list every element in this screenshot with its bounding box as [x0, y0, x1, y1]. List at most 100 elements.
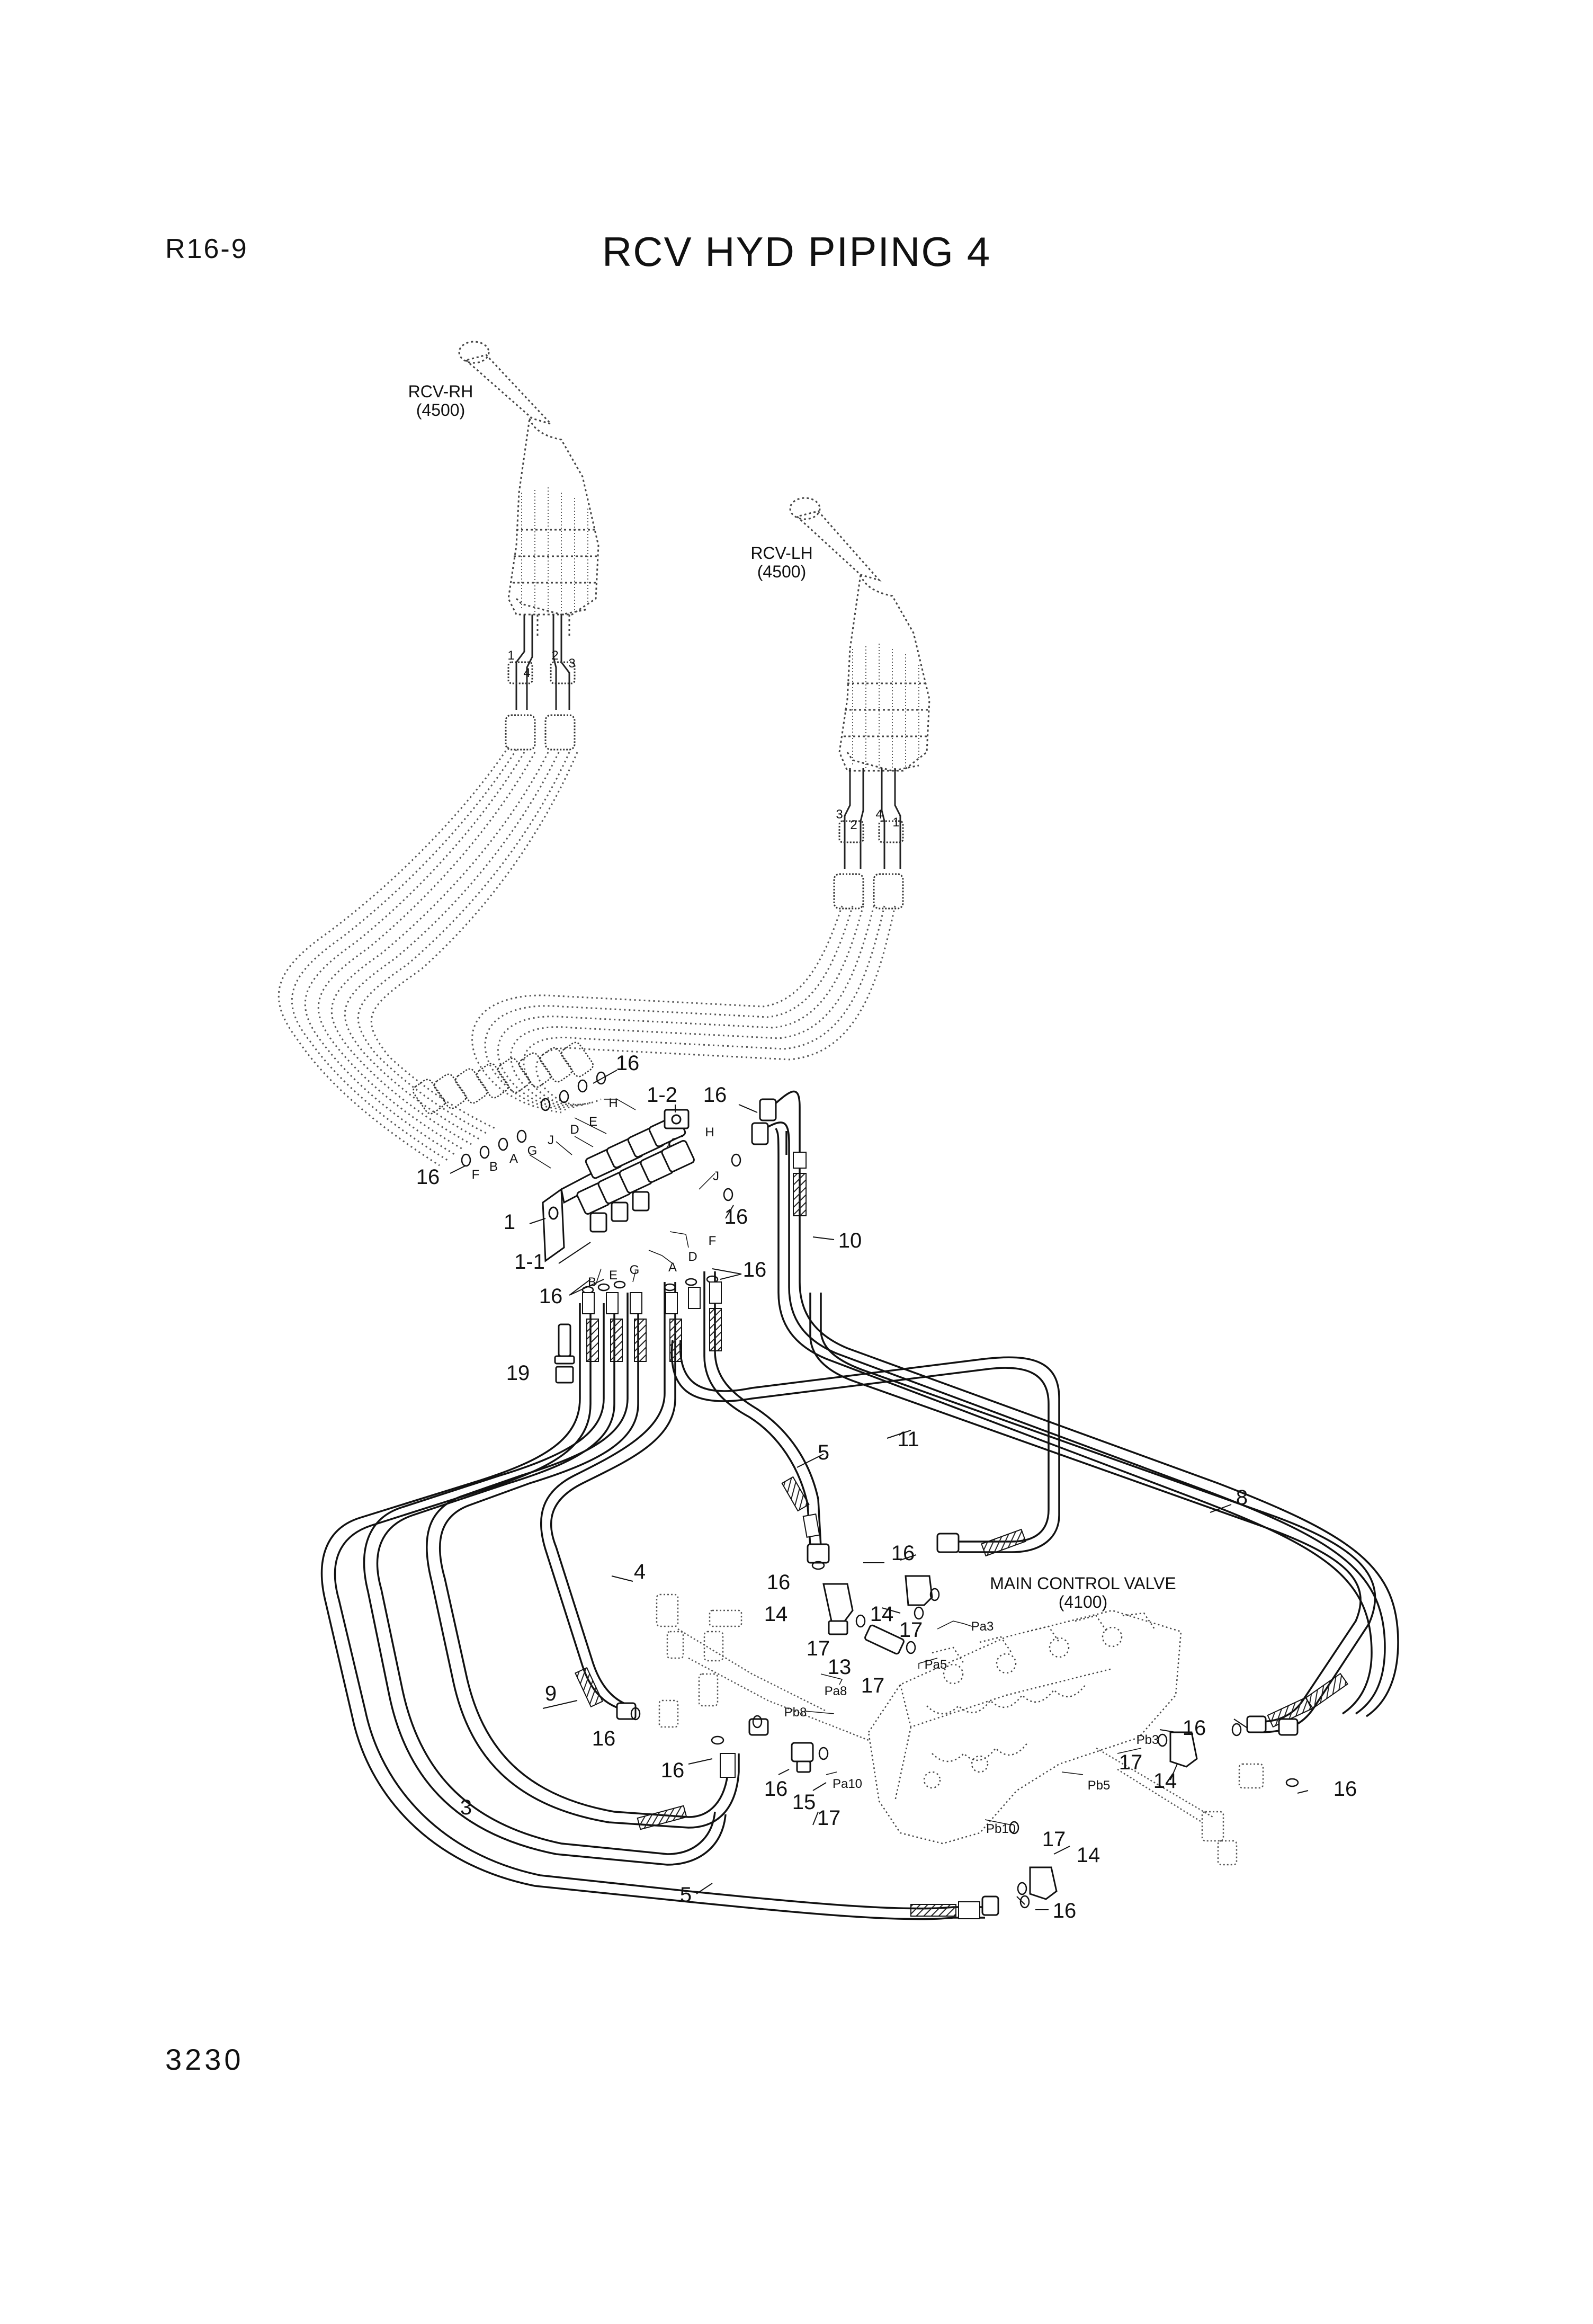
rcv-lh-port: 1 [892, 815, 899, 830]
rcv-rh-label: RCV-RH [408, 382, 473, 401]
rcv-lh-joystick-shading [852, 644, 919, 769]
o-rings [461, 1071, 741, 1294]
rcv-lh-port: 4 [875, 807, 882, 822]
pilot-port: Pa3 [971, 1619, 994, 1634]
callout-16: 16 [1334, 1777, 1357, 1801]
rcv-rh-code: (4500) [416, 400, 466, 420]
rcv-rh-port: 1 [507, 648, 514, 663]
callout-17: 17 [899, 1618, 923, 1642]
main-control-valve [867, 1609, 1182, 1845]
callout-16: 16 [891, 1542, 915, 1565]
pilot-port: Pb5 [1088, 1778, 1111, 1793]
rcv-rh-fittings [505, 661, 576, 751]
pilot-port: Pb10 [986, 1822, 1016, 1836]
component-labels: RCV-RH (4500) RCV-LH (4500) MAIN CONTROL… [408, 382, 1176, 1611]
hose-sleeves [575, 1152, 1349, 1919]
port-letter: A [509, 1152, 518, 1166]
callout-16: 16 [764, 1777, 788, 1801]
callout-17: 17 [817, 1806, 841, 1830]
rcv-lh-fittings [833, 820, 904, 910]
terminal-block-fittings [576, 1109, 695, 1233]
callout-8: 8 [1236, 1486, 1248, 1509]
callout-15: 15 [792, 1791, 816, 1814]
bundle-fittings [413, 1041, 594, 1115]
port-letter: B [489, 1160, 498, 1174]
callout-17: 17 [1042, 1828, 1066, 1851]
callout-17: 17 [807, 1637, 830, 1660]
callout-17: 17 [861, 1674, 885, 1697]
mcv-side-fittings [656, 1593, 1264, 1866]
port-letter: E [609, 1268, 617, 1283]
pilot-port: Pb3 [1136, 1733, 1159, 1747]
callout-3: 3 [460, 1796, 472, 1819]
port-letter: J [548, 1133, 554, 1147]
hose-end-fittings [616, 1098, 1299, 1916]
rcv-rh-joystick [458, 341, 599, 636]
pilot-port: Pb8 [784, 1705, 807, 1720]
rcv-rh-joystick-shading [521, 487, 588, 613]
port-letter: H [705, 1125, 714, 1139]
page-title: RCV HYD PIPING 4 [602, 228, 991, 275]
rcv-lh-joystick [789, 497, 930, 772]
page-code: R16-9 [165, 234, 248, 264]
pilot-port: Pa10 [833, 1777, 862, 1791]
port-letter-leaders [529, 1099, 715, 1285]
port-letter: B [588, 1275, 596, 1289]
page-number: 3230 [165, 2043, 244, 2076]
callout-16: 16 [703, 1083, 727, 1107]
hoses-solid [320, 1090, 1399, 1920]
callout-14: 14 [1153, 1769, 1177, 1793]
callout-14: 14 [870, 1602, 894, 1626]
pilot-port: Pa5 [925, 1658, 947, 1672]
mcv-port-leaders [804, 1620, 1142, 1826]
pilot-port: Pa8 [825, 1684, 847, 1698]
callout-16: 16 [767, 1571, 791, 1594]
leader-lines [450, 1070, 1309, 1910]
callout-16: 16 [416, 1165, 440, 1189]
small-o-rings [630, 1561, 1299, 1909]
rcv-lh-label: RCV-LH [750, 544, 812, 563]
callout-5: 5 [680, 1883, 692, 1907]
rcv-rh-port: 4 [523, 666, 530, 680]
callout-16: 16 [661, 1759, 685, 1782]
port-letter: G [527, 1144, 538, 1158]
callout-16: 16 [592, 1727, 616, 1750]
callout-17: 17 [1119, 1751, 1143, 1774]
callout-9: 9 [545, 1682, 557, 1705]
callout-16: 16 [1053, 1899, 1077, 1922]
callout-14: 14 [764, 1602, 788, 1626]
port-letter: D [570, 1123, 579, 1137]
part-callouts: 16 1-2 16 16 16 1 1-1 16 16 10 19 5 11 8… [416, 1052, 1357, 1922]
callout-16: 16 [616, 1052, 640, 1075]
callout-1-1: 1-1 [514, 1250, 545, 1274]
rcv-rh-port: 3 [568, 656, 575, 671]
callout-11: 11 [897, 1428, 919, 1451]
port-letter: E [589, 1115, 597, 1129]
callout-16: 16 [539, 1285, 563, 1308]
port-letter: G [630, 1263, 640, 1277]
rcv-lh-port: 2 [850, 818, 857, 832]
callout-13: 13 [828, 1655, 852, 1679]
callout-14: 14 [1077, 1844, 1100, 1867]
callout-5: 5 [818, 1441, 829, 1464]
port-letter: A [668, 1260, 677, 1275]
port-letter-labels: H E D J G A B F H J F D A G E B [472, 1096, 719, 1289]
callout-16: 16 [743, 1258, 767, 1281]
callout-16: 16 [1183, 1716, 1206, 1740]
callout-1-2: 1-2 [647, 1083, 677, 1107]
rcv-rh-port: 2 [551, 648, 558, 663]
mcv-label: MAIN CONTROL VALVE [990, 1574, 1176, 1593]
pilot-port-labels: Pa3 Pa5 Pa8 Pb8 Pa10 Pb10 Pb3 Pb5 [784, 1619, 1159, 1836]
port-letter: F [709, 1234, 717, 1248]
port-letter: F [472, 1168, 480, 1182]
rcv-hose-bundle [278, 746, 896, 1167]
callout-10: 10 [838, 1229, 862, 1252]
callout-4: 4 [634, 1560, 646, 1583]
mcv-code: (4100) [1059, 1592, 1108, 1611]
rcv-lh-code: (4500) [757, 562, 807, 581]
callout-1: 1 [504, 1210, 515, 1234]
callout-19: 19 [506, 1361, 530, 1385]
callout-16: 16 [724, 1205, 748, 1228]
port-letter: D [688, 1250, 697, 1264]
